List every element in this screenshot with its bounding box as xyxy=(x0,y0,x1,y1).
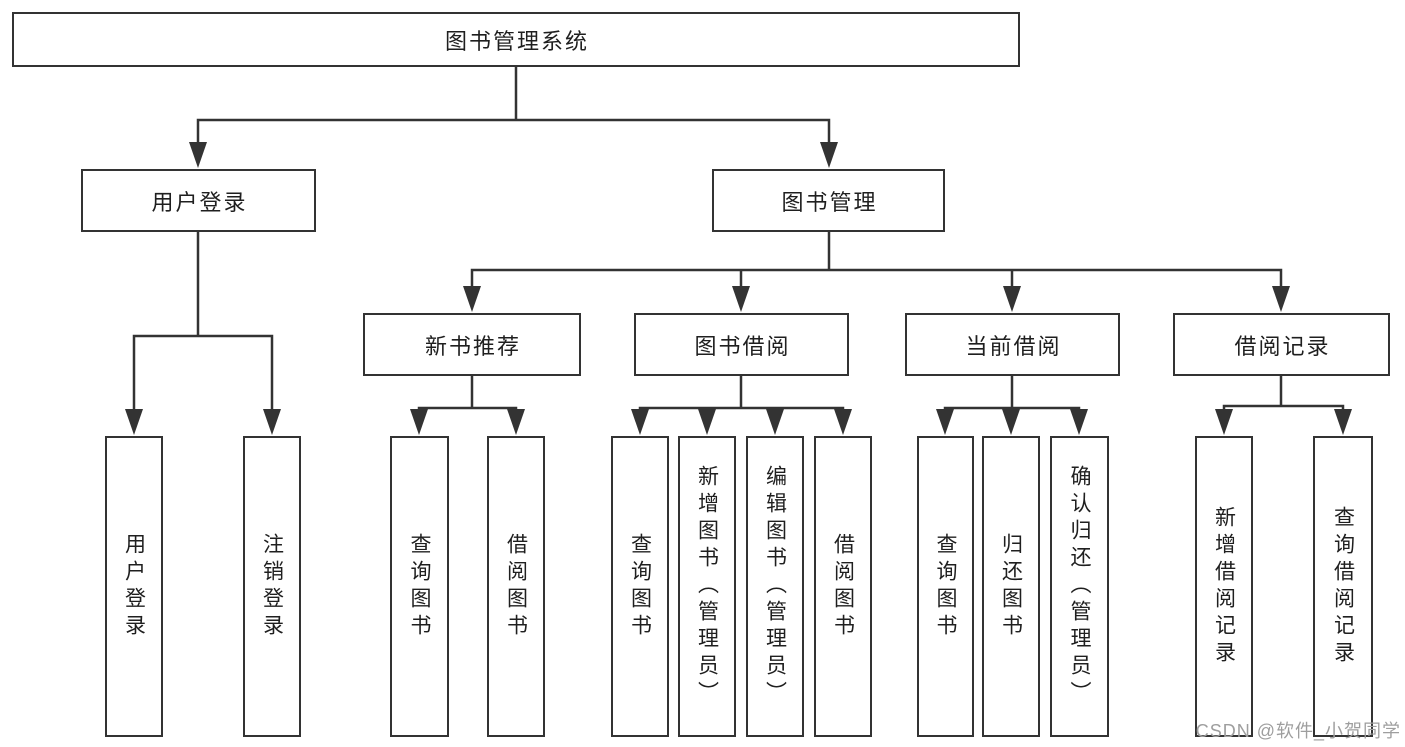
leaf-borrow-borrow-books: 借阅图书 xyxy=(814,436,872,737)
node-root-library-system: 图书管理系统 xyxy=(12,12,1020,67)
node-book-management: 图书管理 xyxy=(712,169,945,232)
leaf-recommend-query-books: 查询图书 xyxy=(390,436,449,737)
leaf-label: 确认归还（管理员） xyxy=(1068,465,1091,708)
leaf-label: 借阅图书 xyxy=(504,532,528,641)
leaf-logout: 注销登录 xyxy=(243,436,301,737)
leaf-current-query-books: 查询图书 xyxy=(917,436,974,737)
node-new-book-recommend: 新书推荐 xyxy=(363,313,581,376)
leaf-label: 用户登录 xyxy=(122,532,146,641)
arrow-down-icon xyxy=(410,409,428,435)
arrow-down-icon xyxy=(125,409,143,435)
node-user-login: 用户登录 xyxy=(81,169,316,232)
arrow-down-icon xyxy=(631,409,649,435)
arrow-down-icon xyxy=(766,409,784,435)
csdn-watermark: CSDN @软件_小贺同学 xyxy=(1195,721,1401,741)
leaf-label: 新增图书（管理员） xyxy=(695,465,719,708)
leaf-recommend-borrow-books: 借阅图书 xyxy=(487,436,545,737)
leaf-borrow-add-books-admin: 新增图书（管理员） xyxy=(678,436,736,737)
node-borrow-records: 借阅记录 xyxy=(1173,313,1390,376)
arrow-down-icon xyxy=(834,409,852,435)
leaf-current-confirm-return-admin: 确认归还（管理员） xyxy=(1050,436,1109,737)
arrow-down-icon xyxy=(1334,409,1352,435)
arrow-down-icon xyxy=(732,286,750,312)
arrow-down-icon xyxy=(820,142,838,168)
leaf-label: 注销登录 xyxy=(260,532,284,641)
leaf-records-query-record: 查询借阅记录 xyxy=(1313,436,1373,737)
node-label: 借阅记录 xyxy=(1234,333,1331,359)
leaf-label: 查询图书 xyxy=(628,532,652,641)
arrow-down-icon xyxy=(1003,286,1021,312)
leaf-current-return-books: 归还图书 xyxy=(982,436,1040,737)
node-current-borrow: 当前借阅 xyxy=(905,313,1120,376)
node-book-borrow: 图书借阅 xyxy=(634,313,849,376)
leaf-borrow-edit-books-admin: 编辑图书（管理员） xyxy=(746,436,804,737)
leaf-label: 查询图书 xyxy=(934,532,957,641)
arrow-down-icon xyxy=(1002,409,1020,435)
arrow-down-icon xyxy=(1215,409,1233,435)
arrow-down-icon xyxy=(936,409,954,435)
leaf-label: 编辑图书（管理员） xyxy=(763,465,787,708)
arrow-down-icon xyxy=(263,409,281,435)
arrow-down-icon xyxy=(698,409,716,435)
arrow-down-icon xyxy=(1272,286,1290,312)
leaf-user-login: 用户登录 xyxy=(105,436,163,737)
arrow-down-icon xyxy=(1070,409,1088,435)
leaf-label: 查询图书 xyxy=(408,532,431,641)
leaf-label: 归还图书 xyxy=(999,532,1023,641)
leaf-borrow-query-books: 查询图书 xyxy=(611,436,669,737)
arrow-down-icon xyxy=(189,142,207,168)
leaf-records-add-record: 新增借阅记录 xyxy=(1195,436,1253,737)
arrow-down-icon xyxy=(507,409,525,435)
leaf-label: 借阅图书 xyxy=(831,532,855,641)
node-label: 图书借阅 xyxy=(694,333,791,359)
node-label: 用户登录 xyxy=(151,189,248,215)
node-label: 图书管理系统 xyxy=(444,28,589,54)
node-label: 当前借阅 xyxy=(965,333,1062,359)
node-label: 新书推荐 xyxy=(424,333,521,359)
leaf-label: 查询借阅记录 xyxy=(1331,505,1355,668)
node-label: 图书管理 xyxy=(781,189,878,215)
leaf-label: 新增借阅记录 xyxy=(1212,505,1236,668)
arrow-down-icon xyxy=(463,286,481,312)
